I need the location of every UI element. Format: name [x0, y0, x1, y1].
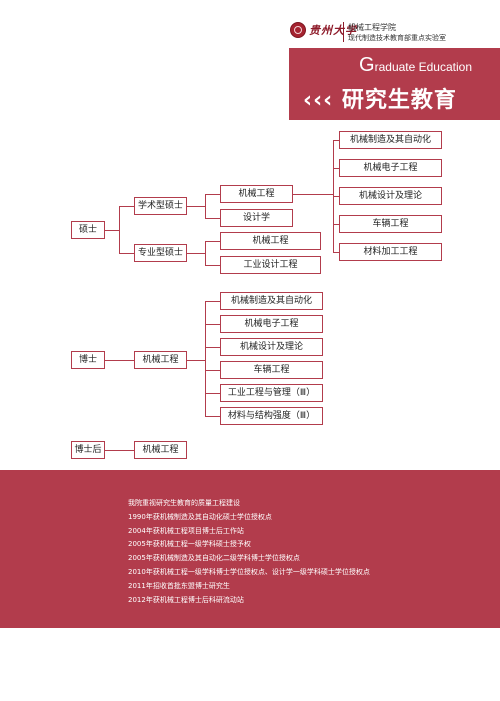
connector	[333, 140, 339, 141]
milestone-item: 2005年获机械工程一级学科硕士授予权	[128, 540, 251, 549]
connector	[119, 206, 134, 207]
page-title: ‹‹‹ 研究生教育	[303, 82, 457, 114]
school-name: 机械工程学院	[348, 23, 396, 32]
connector	[205, 301, 220, 302]
english-title-initial: G	[359, 54, 375, 76]
master-sub-discipline: 机械设计及理论	[339, 187, 442, 205]
academic-master-node: 学术型硕士	[134, 197, 187, 215]
connector	[333, 224, 339, 225]
academic-discipline-design: 设计学	[220, 209, 293, 227]
connector	[105, 360, 134, 361]
master-node: 硕士	[71, 221, 105, 239]
university-seal-icon	[290, 22, 306, 38]
doctor-sub-discipline: 工业工程与管理（Ⅲ）	[220, 384, 323, 402]
postdoc-discipline-node: 机械工程	[134, 441, 187, 459]
milestone-item: 2010年获机械工程一级学科博士学位授权点、设计学一级学科硕士学位授权点	[128, 567, 370, 576]
connector	[205, 194, 206, 218]
lab-name-text: 现代制造技术教育部重点实验室	[348, 35, 446, 42]
milestone-item: 1990年获机械制造及其自动化硕士学位授权点	[128, 512, 272, 521]
connector	[205, 241, 206, 265]
english-title-rest: raduate Education	[374, 60, 472, 74]
connector	[333, 196, 339, 197]
connector	[205, 347, 220, 348]
connector	[205, 265, 220, 266]
doctor-sub-discipline: 机械电子工程	[220, 315, 323, 333]
connector	[119, 206, 120, 253]
connector	[119, 253, 134, 254]
arrows-icon: ‹‹‹	[303, 88, 334, 113]
milestone-item: 2004年获机械工程项目博士后工作站	[128, 526, 244, 535]
connector	[205, 324, 220, 325]
connector	[205, 194, 220, 195]
professional-discipline: 工业设计工程	[220, 256, 321, 274]
master-sub-discipline: 机械制造及其自动化	[339, 131, 442, 149]
connector	[333, 168, 339, 169]
connector	[105, 230, 119, 231]
title-banner: Graduate Education ‹‹‹ 研究生教育	[289, 48, 500, 120]
milestone-item: 我院重视研究生教育的质量工程建设	[128, 499, 240, 507]
connector	[205, 218, 220, 219]
doctor-discipline-node: 机械工程	[134, 351, 187, 369]
doctor-sub-discipline: 机械制造及其自动化	[220, 292, 323, 310]
milestone-item: 2012年获机械工程博士后科研流动站	[128, 595, 244, 604]
milestones-panel: 我院重视研究生教育的质量工程建设 1990年获机械制造及其自动化硕士学位授权点 …	[0, 470, 500, 628]
doctor-sub-discipline: 车辆工程	[220, 361, 323, 379]
professional-discipline: 机械工程	[220, 232, 321, 250]
professional-master-node: 专业型硕士	[134, 244, 187, 262]
page-title-text: 研究生教育	[341, 88, 457, 113]
english-title: Graduate Education	[359, 54, 472, 77]
connector	[105, 450, 134, 451]
milestone-item: 2011年招收首批东盟博士研究生	[128, 581, 230, 590]
master-sub-discipline: 材料加工工程	[339, 243, 442, 261]
connector	[187, 360, 205, 361]
connector	[187, 253, 205, 254]
university-logo-text: 贵州大学	[309, 24, 357, 37]
connector	[205, 241, 220, 242]
lab-name: 现代制造技术教育部重点实验室	[348, 33, 446, 43]
master-sub-discipline: 机械电子工程	[339, 159, 442, 177]
connector	[187, 206, 205, 207]
doctor-sub-discipline: 材料与结构强度（Ⅲ）	[220, 407, 323, 425]
doctor-sub-discipline: 机械设计及理论	[220, 338, 323, 356]
academic-discipline-mechanical: 机械工程	[220, 185, 293, 203]
connector	[205, 370, 220, 371]
doctor-node: 博士	[71, 351, 105, 369]
postdoc-node: 博士后	[71, 441, 105, 459]
connector	[205, 301, 206, 416]
connector	[333, 252, 339, 253]
connector	[293, 194, 333, 195]
connector	[205, 416, 220, 417]
connector	[205, 393, 220, 394]
logo-divider	[343, 22, 344, 42]
milestone-item: 2005年获机械制造及其自动化二级学科博士学位授权点	[128, 554, 300, 563]
master-sub-discipline: 车辆工程	[339, 215, 442, 233]
milestones-list: 我院重视研究生教育的质量工程建设 1990年获机械制造及其自动化硕士学位授权点 …	[128, 497, 370, 607]
